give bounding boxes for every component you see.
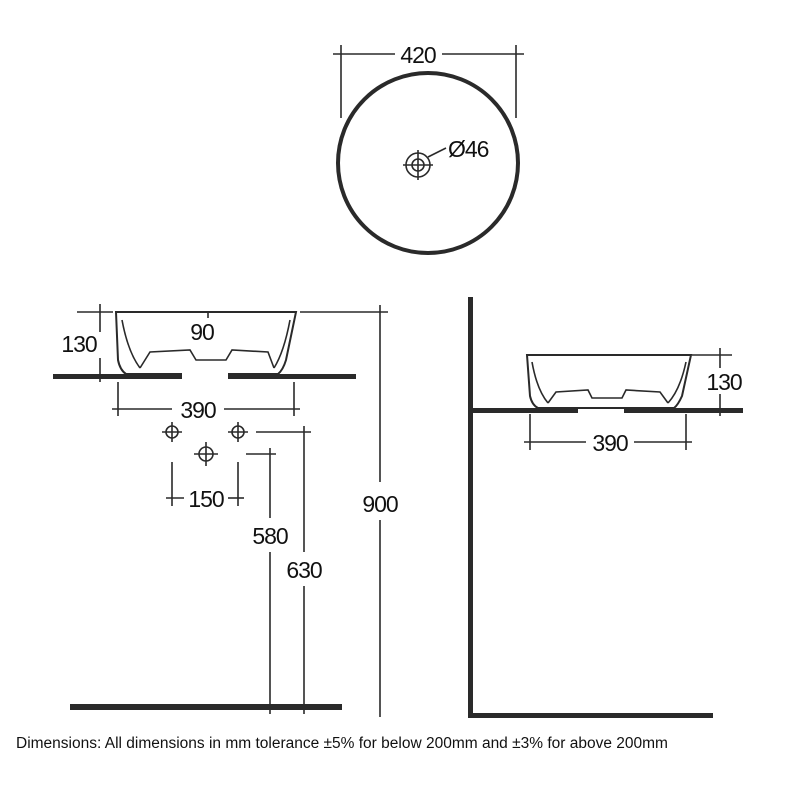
- basin-side-inner-right: [667, 361, 687, 404]
- front-tap-height-label: 580: [252, 523, 288, 549]
- front-height-label: 130: [61, 331, 97, 357]
- side-view: 130 390: [468, 297, 743, 718]
- front-view: 130 90 390: [53, 304, 399, 717]
- front-width-label: 390: [180, 397, 216, 423]
- tap-crosshair-left-icon: [162, 422, 182, 442]
- basin-side-inner-base: [547, 389, 669, 404]
- front-total-height-label: 900: [362, 491, 398, 517]
- basin-top-outline: [336, 71, 520, 255]
- front-waste-height-label: 630: [286, 557, 322, 583]
- side-width-label: 390: [592, 430, 628, 456]
- side-floor: [468, 713, 713, 718]
- basin-inner-left: [121, 319, 141, 369]
- basin-inner-right: [273, 319, 291, 369]
- waste-leader-line: [427, 147, 447, 158]
- basin-side-inner-left: [531, 361, 549, 404]
- front-tap-spacing-label: 150: [188, 486, 224, 512]
- dimensions-footnote: Dimensions: All dimensions in mm toleran…: [16, 735, 668, 752]
- front-floor: [70, 704, 342, 710]
- waste-diameter-label: Ø46: [448, 136, 489, 162]
- front-center-label: 90: [190, 319, 214, 345]
- basin-side-outline: [525, 354, 693, 409]
- top-diameter-label: 420: [400, 42, 436, 68]
- top-view: 420 Ø46: [333, 42, 524, 255]
- side-countertop-gap: [578, 407, 624, 414]
- side-height-label: 130: [706, 369, 742, 395]
- side-wall: [468, 297, 473, 718]
- basin-inner-base: [139, 349, 275, 369]
- waste-outlet-icon: [403, 150, 433, 180]
- front-countertop-gap: [182, 373, 228, 380]
- waste-crosshair-icon: [194, 442, 218, 466]
- tap-crosshair-right-icon: [228, 422, 248, 442]
